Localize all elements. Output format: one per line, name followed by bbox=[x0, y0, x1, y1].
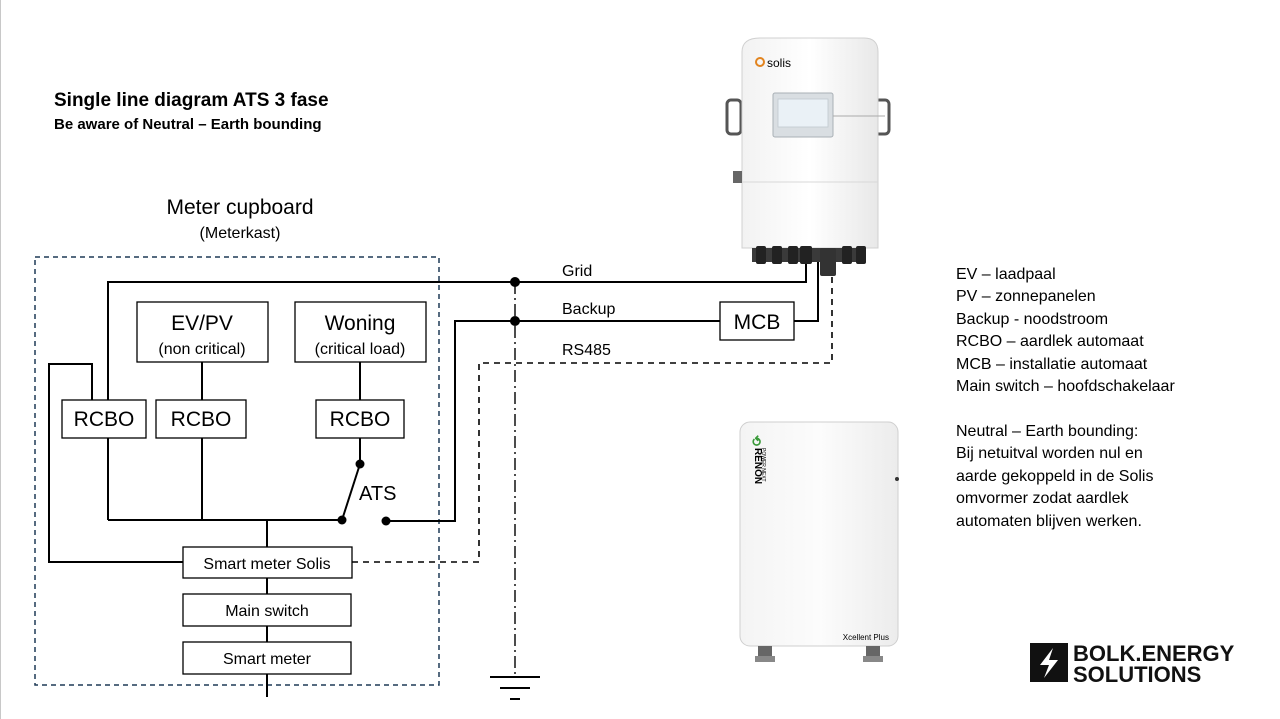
renon-tagline: POWER NEXT bbox=[760, 448, 766, 482]
mcb-label: MCB bbox=[734, 311, 781, 334]
renon-battery-image: ⟲ RENON POWER NEXT Xcellent Plus bbox=[739, 421, 899, 662]
rcbo-box-2: RCBO bbox=[155, 399, 247, 439]
smart-meter-solis-box: Smart meter Solis bbox=[182, 546, 353, 579]
ats-label: ATS bbox=[359, 483, 396, 505]
cupboard-label: Meter cupboard bbox=[166, 196, 313, 219]
rcbo-1-label: RCBO bbox=[74, 408, 135, 431]
woning-box: Woning (critical load) bbox=[294, 301, 427, 363]
smart-meter-label: Smart meter bbox=[223, 651, 312, 668]
ats-backup-contact-dot bbox=[381, 516, 391, 526]
battery-model: Xcellent Plus bbox=[843, 633, 889, 642]
backup-junction-dot bbox=[510, 316, 520, 326]
rs485-wire bbox=[352, 272, 833, 563]
legend-item: MCB – installatie automaat bbox=[956, 356, 1148, 373]
note-line: Neutral – Earth bounding: bbox=[956, 423, 1138, 440]
note-line: omvormer zodat aardlek bbox=[956, 490, 1130, 507]
rcbo-box-1: RCBO bbox=[61, 399, 147, 439]
bolk-energy-logo: BOLK.ENERGY SOLUTIONS bbox=[1030, 641, 1235, 687]
woning-label: Woning bbox=[325, 312, 396, 335]
backup-wire bbox=[386, 320, 720, 522]
rcbo-box-3: RCBO bbox=[315, 399, 405, 439]
logo-line-2: SOLUTIONS bbox=[1073, 662, 1201, 687]
rs485-label: RS485 bbox=[562, 342, 611, 359]
legend-item: Main switch – hoofdschakelaar bbox=[956, 378, 1175, 395]
solis-inverter-image: solis bbox=[725, 37, 891, 276]
neutral-earth-note: Neutral – Earth bounding: Bij netuitval … bbox=[956, 423, 1153, 530]
inverter-handle-left bbox=[725, 98, 743, 136]
woning-sublabel: (critical load) bbox=[315, 341, 406, 358]
backup-wire-inverter bbox=[794, 258, 819, 322]
grid-label: Grid bbox=[562, 263, 592, 280]
logo-line-1: BOLK.ENERGY bbox=[1073, 641, 1235, 666]
rcbo-left-feed bbox=[48, 363, 183, 563]
rcbo-2-label: RCBO bbox=[171, 408, 232, 431]
main-switch-label: Main switch bbox=[225, 603, 309, 620]
rcbo-3-label: RCBO bbox=[330, 408, 391, 431]
renon-brand: RENON bbox=[752, 448, 763, 484]
main-switch-box: Main switch bbox=[182, 593, 352, 627]
backup-label: Backup bbox=[562, 301, 615, 318]
diagram-subtitle: Be aware of Neutral – Earth bounding bbox=[54, 116, 322, 133]
grid-junction-dot bbox=[510, 277, 520, 287]
note-line: automaten blijven werken. bbox=[956, 513, 1142, 530]
mcb-box: MCB bbox=[719, 301, 795, 341]
ats-switch-blade bbox=[341, 463, 361, 521]
evpv-label: EV/PV bbox=[171, 312, 233, 335]
note-line: aarde gekoppeld in de Solis bbox=[956, 468, 1153, 485]
grid-wire bbox=[107, 258, 807, 520]
solis-brand: solis bbox=[767, 56, 791, 70]
renon-brand-logo: ⟲ bbox=[749, 435, 764, 446]
battery-foot-right bbox=[866, 646, 880, 658]
legend-item: PV – zonnepanelen bbox=[956, 288, 1096, 305]
solis-logo-icon bbox=[755, 57, 765, 67]
evpv-box: EV/PV (non critical) bbox=[136, 301, 269, 363]
slide-left-border bbox=[0, 0, 1, 719]
legend-item: EV – laadpaal bbox=[956, 266, 1056, 283]
note-line: Bij netuitval worden nul en bbox=[956, 445, 1143, 462]
cupboard-sublabel: (Meterkast) bbox=[200, 225, 281, 242]
diagram-title: Single line diagram ATS 3 fase bbox=[54, 90, 329, 111]
legend: EV – laadpaal PV – zonnepanelen Backup -… bbox=[956, 266, 1175, 395]
ats-pivot-dot bbox=[355, 459, 365, 469]
legend-item: RCBO – aardlek automaat bbox=[956, 333, 1144, 350]
battery-foot-left bbox=[758, 646, 772, 658]
meter-cupboard-outline bbox=[34, 256, 440, 686]
legend-item: Backup - noodstroom bbox=[956, 311, 1108, 328]
lightning-icon bbox=[1040, 648, 1058, 678]
evpv-sublabel: (non critical) bbox=[158, 341, 245, 358]
smart-meter-solis-label: Smart meter Solis bbox=[203, 556, 330, 573]
smart-meter-box: Smart meter bbox=[182, 641, 352, 675]
